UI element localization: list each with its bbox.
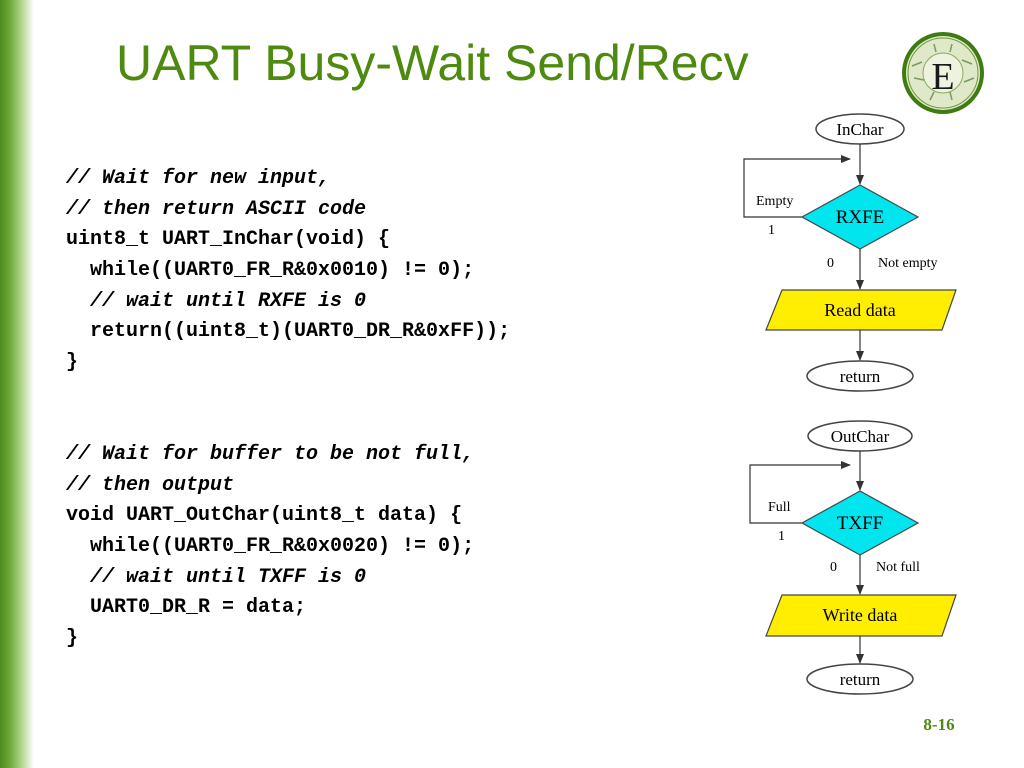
code-line: while((UART0_FR_R&0x0020) != 0);	[66, 535, 475, 559]
inchar-code-block: // Wait for new input, // then return ASC…	[66, 164, 510, 379]
code-line: UART0_DR_R = data;	[66, 596, 307, 620]
outchar-return-label: return	[840, 670, 881, 689]
code-line: // Wait for new input,	[66, 167, 331, 190]
read-data-label: Read data	[824, 300, 895, 320]
texas-instruments-education-seal-icon: E	[902, 32, 984, 114]
inchar-return-terminal	[806, 360, 914, 392]
flowcharts: InChar RXFE Empty 1 0 Not empty Read dat…	[743, 113, 957, 695]
outchar-loop-value: 1	[778, 529, 785, 544]
code-line: // wait until TXFF is 0	[66, 565, 367, 589]
code-line: return((uint8_t)(UART0_DR_R&0xFF));	[66, 320, 511, 344]
page-number: 8-16	[923, 715, 955, 734]
write-data-label: Write data	[823, 605, 898, 625]
code-line: }	[66, 627, 79, 651]
side-accent-bar	[0, 0, 34, 768]
code-line: // wait until RXFE is 0	[66, 289, 367, 313]
inchar-flowchart: InChar RXFE Empty 1 0 Not empty Read dat…	[743, 113, 957, 392]
code-line: uint8_t UART_InChar(void) {	[66, 228, 391, 252]
code-line: void UART_OutChar(uint8_t data) {	[66, 504, 463, 528]
write-data-process	[765, 594, 957, 637]
inchar-return-label: return	[840, 367, 881, 386]
code-line: }	[66, 351, 79, 375]
logo-letter: E	[931, 56, 954, 98]
inchar-exit-label: Not empty	[878, 256, 938, 271]
outchar-start-label: OutChar	[831, 427, 890, 446]
inchar-exit-value: 0	[827, 256, 834, 271]
inchar-loop-arrow	[743, 155, 851, 218]
code-line: // then return ASCII code	[66, 197, 367, 221]
code-line: // Wait for buffer to be not full,	[66, 443, 475, 466]
outchar-loop-arrow	[749, 461, 851, 524]
outchar-exit-value: 0	[830, 560, 837, 575]
code-line: while((UART0_FR_R&0x0010) != 0);	[66, 259, 475, 283]
inchar-start-label: InChar	[836, 120, 884, 139]
code-line: // then output	[66, 473, 235, 497]
outchar-return-terminal	[806, 663, 914, 695]
outchar-code-block: // Wait for buffer to be not full, // the…	[66, 440, 474, 655]
inchar-loop-label: Empty	[756, 194, 793, 209]
txff-decision-label: TXFF	[837, 513, 883, 534]
outchar-loop-label: Full	[768, 500, 791, 515]
inchar-loop-value: 1	[768, 223, 775, 238]
slide-title: UART Busy-Wait Send/Recv	[116, 35, 749, 91]
read-data-process	[765, 289, 957, 331]
outchar-flowchart: OutChar TXFF Full 1 0 Not full Write dat…	[749, 420, 957, 695]
outchar-exit-label: Not full	[876, 560, 920, 575]
rxfe-decision-label: RXFE	[836, 207, 885, 228]
